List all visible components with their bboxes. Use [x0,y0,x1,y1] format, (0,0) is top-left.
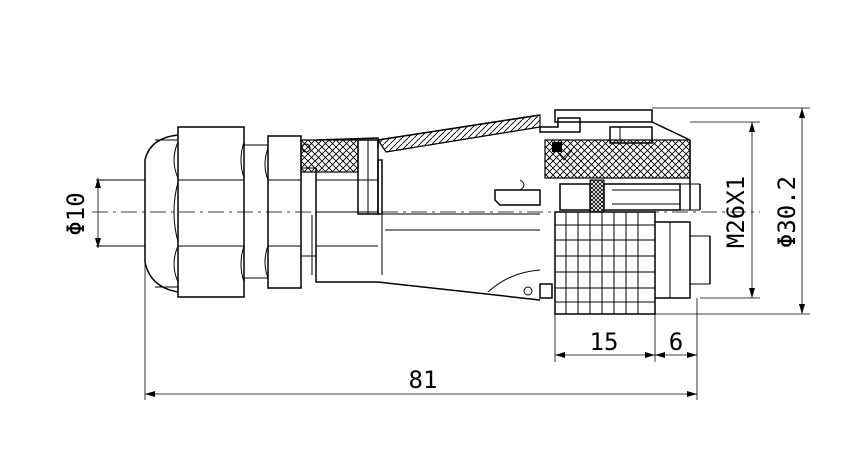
conical-housing [376,114,541,301]
pin-contact [559,179,701,213]
dim-length-15-label: 15 [590,328,619,356]
gland-end-cap [144,134,179,293]
receptacle-shell [539,109,691,210]
knurled-coupling-nut [523,211,711,315]
dim-overall-length-label: 81 [409,366,438,394]
small-hex-nut [264,135,316,289]
large-hex-nut [173,126,268,298]
sleeve [311,168,383,283]
dim-length-6-label: 6 [669,328,683,356]
coupling-ring [357,139,383,215]
contact-carrier [378,179,541,215]
dim-thread-label: M26X1 [722,176,750,248]
dim-front-lengths: 15 6 [554,298,698,400]
cable [96,179,145,247]
dim-cable-diameter-label: Φ10 [62,192,90,235]
dim-outer-diameter-label: Φ30.2 [773,176,801,248]
dim-outer-diameter: Φ30.2 [652,107,810,315]
dim-cable-diameter: Φ10 [62,178,101,248]
gland-seal-section [300,137,379,173]
dim-thread: M26X1 [690,121,760,299]
dim-overall-length: 81 [144,262,697,400]
